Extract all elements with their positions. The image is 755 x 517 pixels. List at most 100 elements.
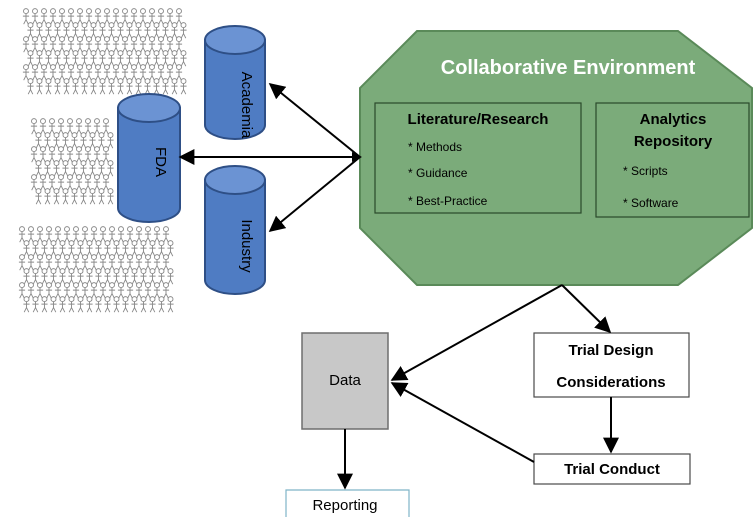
person-icon	[58, 240, 67, 257]
person-icon	[40, 36, 48, 53]
person-icon	[80, 78, 89, 95]
arrow-to-academia	[268, 82, 361, 158]
person-icon	[58, 8, 66, 25]
person-icon	[157, 8, 165, 25]
person-icon	[58, 36, 66, 53]
person-icon	[98, 22, 107, 39]
person-icon	[58, 268, 67, 285]
person-icon	[22, 36, 30, 53]
person-icon	[22, 268, 31, 285]
person-icon	[66, 146, 74, 163]
person-icon	[94, 36, 102, 53]
person-icon	[134, 78, 143, 95]
person-icon	[61, 188, 70, 205]
arrow-to-industry	[268, 156, 361, 233]
person-icon	[26, 50, 35, 67]
person-icon	[85, 296, 94, 313]
person-icon	[162, 226, 170, 243]
person-icon	[44, 50, 53, 67]
person-icon	[88, 132, 97, 149]
person-icon	[52, 188, 61, 205]
person-icon	[103, 8, 111, 25]
person-icon	[27, 282, 35, 299]
person-icon	[103, 64, 111, 81]
person-icon	[39, 146, 47, 163]
person-icon	[49, 64, 57, 81]
person-icon	[103, 296, 112, 313]
person-icon	[67, 296, 76, 313]
person-icon	[88, 160, 97, 177]
person-icon	[57, 146, 65, 163]
trial-design-line2: Considerations	[556, 374, 665, 391]
person-icon	[70, 160, 79, 177]
person-icon	[63, 282, 71, 299]
person-icon	[54, 226, 62, 243]
data-label: Data	[329, 372, 361, 389]
person-icon	[152, 22, 161, 39]
person-icon	[22, 240, 31, 257]
person-icon	[67, 64, 75, 81]
person-icon	[80, 22, 89, 39]
person-icon	[22, 8, 30, 25]
person-icon	[89, 50, 98, 67]
academia-cylinder: Academia	[204, 25, 266, 140]
person-icon	[153, 282, 161, 299]
person-icon	[54, 282, 62, 299]
person-icon	[112, 64, 120, 81]
person-icon	[107, 22, 116, 39]
person-icon	[31, 296, 40, 313]
person-icon	[103, 36, 111, 53]
person-icon	[89, 22, 98, 39]
person-icon	[135, 226, 143, 243]
person-icon	[35, 22, 44, 39]
person-icon	[67, 240, 76, 257]
person-icon	[130, 64, 138, 81]
person-icon	[76, 36, 84, 53]
person-icon	[31, 8, 39, 25]
person-icon	[30, 118, 38, 135]
person-icon	[31, 36, 39, 53]
person-icon	[49, 8, 57, 25]
person-icon	[94, 240, 103, 257]
person-icon	[48, 146, 56, 163]
person-icon	[90, 282, 98, 299]
person-icon	[135, 254, 143, 271]
person-icon	[35, 78, 44, 95]
person-icon	[70, 132, 79, 149]
person-icon	[34, 132, 43, 149]
reporting-label: Reporting	[312, 497, 377, 514]
person-icon	[34, 160, 43, 177]
person-icon	[170, 22, 179, 39]
person-icon	[162, 282, 170, 299]
person-icon	[152, 50, 161, 67]
person-icon	[135, 282, 143, 299]
person-icon	[36, 254, 44, 271]
crowd-icon-middle	[30, 118, 115, 205]
collaborative-environment-title: Collaborative Environment	[441, 57, 696, 79]
person-icon	[112, 268, 121, 285]
person-icon	[75, 146, 83, 163]
person-icon	[93, 174, 101, 191]
arrow-octagon-to-trial-design	[561, 284, 612, 334]
person-icon	[18, 282, 26, 299]
person-icon	[45, 282, 53, 299]
person-icon	[130, 8, 138, 25]
person-icon	[67, 36, 75, 53]
person-icon	[139, 296, 148, 313]
person-icon	[71, 50, 80, 67]
analytics-repository-box	[595, 102, 750, 218]
person-icon	[36, 282, 44, 299]
person-icon	[97, 132, 106, 149]
person-icon	[48, 118, 56, 135]
person-icon	[121, 36, 129, 53]
person-icon	[107, 50, 116, 67]
person-icon	[125, 78, 134, 95]
person-icon	[79, 160, 88, 177]
person-icon	[139, 64, 147, 81]
person-icon	[31, 240, 40, 257]
person-icon	[112, 36, 120, 53]
person-icon	[166, 240, 175, 257]
person-icon	[94, 268, 103, 285]
trial-conduct-label: Trial Conduct	[564, 461, 660, 478]
person-icon	[126, 226, 134, 243]
